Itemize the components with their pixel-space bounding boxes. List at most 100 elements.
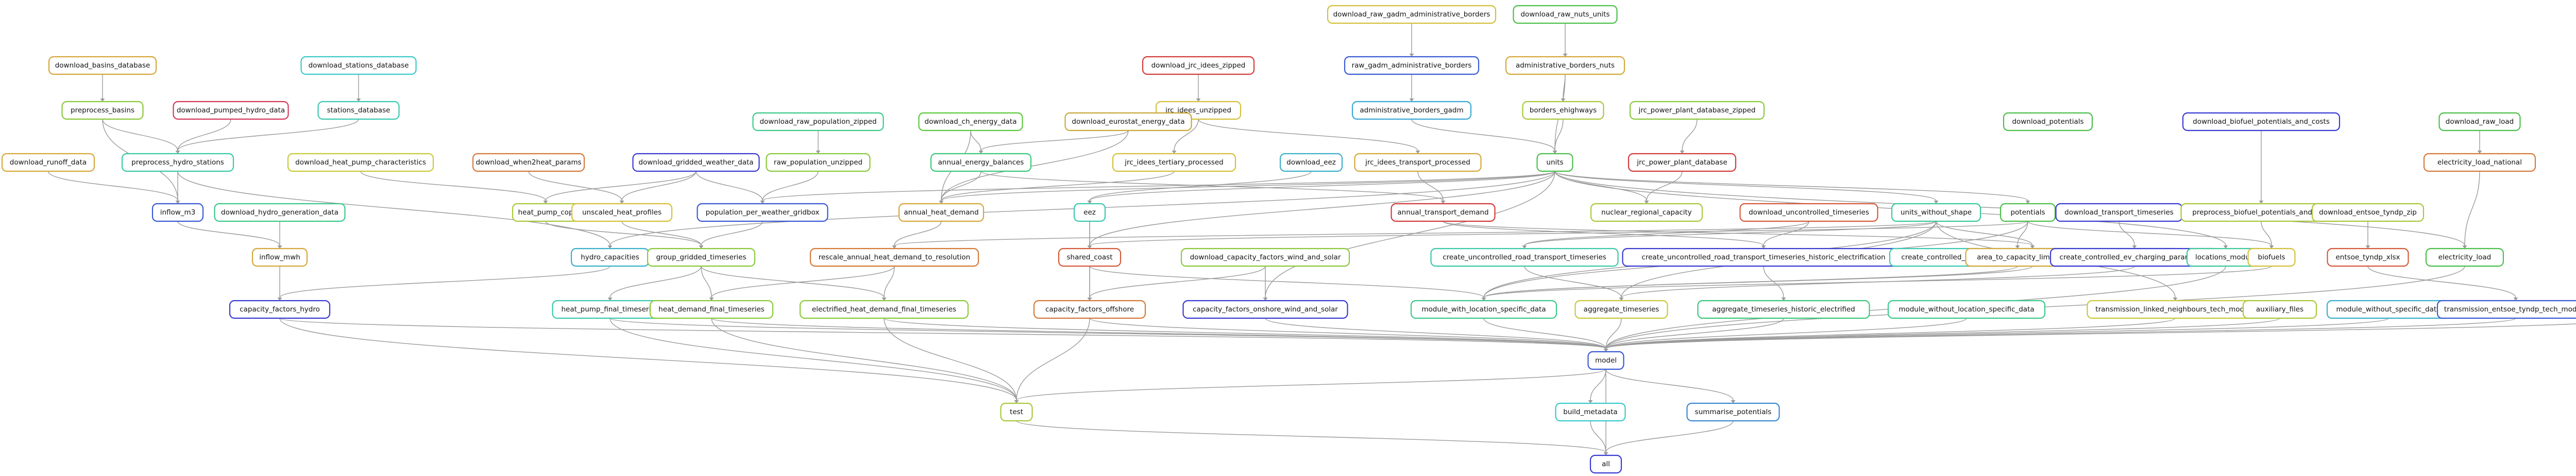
rule-node-raw-gadm-administrative-borders[interactable]: raw_gadm_administrative_borders (1344, 56, 1480, 75)
rule-node-jrc-idees-transport-processed[interactable]: jrc_idees_transport_processed (1354, 153, 1482, 172)
rule-node-inflow-mwh[interactable]: inflow_mwh (251, 248, 308, 267)
edge-units-to-eez (1089, 171, 1555, 201)
rule-node-shared-coast[interactable]: shared_coast (1058, 248, 1122, 267)
rule-node-download-runoff-data[interactable]: download_runoff_data (1, 153, 95, 172)
node-label: potentials (2010, 208, 2045, 217)
edge-unscaled_heat_profiles-to-group_gridded_timeseries (621, 221, 702, 246)
rule-node-borders-ehighways[interactable]: borders_ehighways (1522, 101, 1604, 120)
rule-node-create-controlled-ev-charging-parameters[interactable]: create_controlled_ev_charging_parameters (2049, 248, 2219, 267)
rule-node-potentials[interactable]: potentials (1999, 203, 2056, 222)
rule-node-create-uncontrolled-road-transport-timeseries-historic-electrification[interactable]: create_uncontrolled_road_transport_times… (1622, 248, 1905, 267)
rule-node-download-hydro-generation-data[interactable]: download_hydro_generation_data (214, 203, 346, 222)
rule-node-transmission-entsoe-tyndp-tech-module[interactable]: transmission_entsoe_tyndp_tech_module (2436, 300, 2576, 319)
rule-node-raw-population-unzipped[interactable]: raw_population_unzipped (766, 153, 871, 172)
node-label: download_transport_timeseries (2064, 208, 2174, 217)
rule-node-download-eez[interactable]: download_eez (1279, 153, 1343, 172)
rule-node-inflow-m3[interactable]: inflow_m3 (151, 203, 204, 222)
rule-node-capacity-factors-hydro[interactable]: capacity_factors_hydro (229, 300, 331, 319)
rule-node-preprocess-hydro-stations[interactable]: preprocess_hydro_stations (121, 153, 234, 172)
rule-node-download-jrc-idees-zipped[interactable]: download_jrc_idees_zipped (1142, 56, 1255, 75)
rule-node-module-without-specific-data[interactable]: module_without_specific_data (2326, 300, 2451, 319)
rule-node-unscaled-heat-profiles[interactable]: unscaled_heat_profiles (571, 203, 673, 222)
rule-node-download-ch-energy-data[interactable]: download_ch_energy_data (918, 112, 1023, 132)
rule-node-rescale-annual-heat-demand-to-resolution[interactable]: rescale_annual_heat_demand_to_resolution (809, 248, 979, 267)
rule-node-module-with-location-specific-data[interactable]: module_with_location_specific_data (1410, 300, 1557, 319)
rule-node-electricity-load-national[interactable]: electricity_load_national (2423, 153, 2536, 172)
rule-node-entsoe-tyndp-xlsx[interactable]: entsoe_tyndp_xlsx (2327, 248, 2409, 267)
rule-node-biofuels[interactable]: biofuels (2247, 248, 2296, 267)
rule-node-download-potentials[interactable]: download_potentials (2003, 112, 2093, 132)
edge-arrowhead (1603, 349, 1608, 352)
rule-node-download-raw-gadm-administrative-borders[interactable]: download_raw_gadm_administrative_borders (1327, 5, 1497, 24)
rule-node-administrative-borders-gadm[interactable]: administrative_borders_gadm (1351, 101, 1472, 120)
node-label: population_per_weather_gridbox (706, 208, 820, 217)
rule-node-electrified-heat-demand-final-timeseries[interactable]: electrified_heat_demand_final_timeseries (799, 300, 969, 319)
rule-node-download-eurostat-energy-data[interactable]: download_eurostat_energy_data (1064, 112, 1192, 132)
rule-node-jrc-power-plant-database[interactable]: jrc_power_plant_database (1628, 153, 1737, 172)
rule-node-test[interactable]: test (1000, 402, 1033, 422)
edge-download_gridded_weather_data-to-unscaled_heat_profiles (621, 171, 697, 201)
rule-node-download-transport-timeseries[interactable]: download_transport_timeseries (2055, 203, 2183, 222)
rule-node-download-pumped-hydro-data[interactable]: download_pumped_hydro_data (173, 101, 289, 120)
rule-node-eez[interactable]: eez (1073, 203, 1106, 222)
rule-node-aggregate-timeseries-historic-electrified[interactable]: aggregate_timeseries_historic_electrifie… (1697, 300, 1870, 319)
edge-model-to-test (1016, 369, 1606, 401)
node-box (809, 248, 979, 267)
rule-node-preprocess-biofuel-potentials-and-cost[interactable]: preprocess_biofuel_potentials_and_cost (2180, 203, 2342, 222)
rule-node-download-raw-nuts-units[interactable]: download_raw_nuts_units (1513, 5, 1618, 24)
node-label: summarise_potentials (1695, 408, 1772, 416)
rule-node-download-uncontrolled-timeseries[interactable]: download_uncontrolled_timeseries (1739, 203, 1878, 222)
rule-node-download-capacity-factors-wind-and-solar[interactable]: download_capacity_factors_wind_and_solar (1180, 248, 1350, 267)
edge-module_without_specific_data-to-model (1605, 318, 2389, 349)
rule-node-all[interactable]: all (1589, 454, 1622, 474)
rule-node-aggregate-timeseries[interactable]: aggregate_timeseries (1574, 300, 1668, 319)
edge-jrc_power_plant_database_zipped-to-jrc_power_plant_database (1682, 119, 1698, 151)
rule-node-group-gridded-timeseries[interactable]: group_gridded_timeseries (647, 248, 756, 267)
rule-node-download-heat-pump-characteristics[interactable]: download_heat_pump_characteristics (287, 153, 434, 172)
rule-node-capacity-factors-onshore-wind-and-solar[interactable]: capacity_factors_onshore_wind_and_solar (1182, 300, 1348, 319)
rule-node-transmission-linked-neighbours-tech-module[interactable]: transmission_linked_neighbours_tech_modu… (2087, 300, 2264, 319)
rule-node-stations-database[interactable]: stations_database (317, 101, 400, 120)
rule-node-create-uncontrolled-road-transport-timeseries[interactable]: create_uncontrolled_road_transport_times… (1430, 248, 1619, 267)
rule-node-download-stations-database[interactable]: download_stations_database (300, 56, 417, 75)
rule-node-electricity-load[interactable]: electricity_load (2425, 248, 2504, 267)
edge-potentials-to-biofuels (2027, 221, 2272, 246)
rule-node-preprocess-basins[interactable]: preprocess_basins (61, 101, 144, 120)
node-box (1033, 300, 1146, 319)
rule-node-download-raw-population-zipped[interactable]: download_raw_population_zipped (752, 112, 884, 132)
edge-test-to-all (1016, 420, 1606, 453)
edge-jrc_idees_unzipped-to-jrc_idees_transport_processed (1198, 119, 1418, 151)
edge-download_eez-to-eez (1089, 171, 1312, 201)
rule-node-heat-demand-final-timeseries[interactable]: heat_demand_final_timeseries (649, 300, 774, 319)
rule-node-download-raw-load[interactable]: download_raw_load (2438, 112, 2521, 132)
rule-node-summarise-potentials[interactable]: summarise_potentials (1686, 402, 1780, 422)
rule-node-download-gridded-weather-data[interactable]: download_gridded_weather_data (632, 153, 760, 172)
rule-node-download-basins-database[interactable]: download_basins_database (48, 56, 157, 75)
rule-node-annual-energy-balances[interactable]: annual_energy_balances (930, 153, 1032, 172)
rule-node-heat-pump-cop[interactable]: heat_pump_cop (512, 203, 580, 222)
rule-node-build-metadata[interactable]: build_metadata (1555, 402, 1626, 422)
rule-node-administrative-borders-nuts[interactable]: administrative_borders_nuts (1505, 56, 1625, 75)
rule-node-module-without-location-specific-data[interactable]: module_without_location_specific_data (1887, 300, 2046, 319)
rule-node-hydro-capacities[interactable]: hydro_capacities (570, 248, 650, 267)
rule-node-units-without-shape[interactable]: units_without_shape (1891, 203, 1981, 222)
rule-node-annual-transport-demand[interactable]: annual_transport_demand (1391, 203, 1496, 222)
rule-node-annual-heat-demand[interactable]: annual_heat_demand (898, 203, 985, 222)
rule-node-download-when2heat-params[interactable]: download_when2heat_params (472, 153, 585, 172)
edge-arrowhead (1196, 99, 1201, 102)
rule-node-auxiliary-files[interactable]: auxiliary_files (2242, 300, 2317, 319)
rule-node-download-biofuel-potentials-and-costs[interactable]: download_biofuel_potentials_and_costs (2182, 112, 2341, 132)
rule-node-units[interactable]: units (1536, 153, 1573, 172)
edge-arrowhead (2173, 298, 2178, 301)
rule-node-jrc-power-plant-database-zipped[interactable]: jrc_power_plant_database_zipped (1629, 101, 1765, 120)
rule-node-model[interactable]: model (1587, 351, 1624, 370)
rule-node-population-per-weather-gridbox[interactable]: population_per_weather_gridbox (697, 203, 828, 222)
rule-node-nuclear-regional-capacity[interactable]: nuclear_regional_capacity (1590, 203, 1703, 222)
rule-node-download-entsoe-tyndp-zip[interactable]: download_entsoe_tyndp_zip (2311, 203, 2425, 222)
rule-node-jrc-idees-tertiary-processed[interactable]: jrc_idees_tertiary_processed (1112, 153, 1236, 172)
node-box (1142, 56, 1255, 75)
rule-node-capacity-factors-offshore[interactable]: capacity_factors_offshore (1033, 300, 1146, 319)
edge-arrowhead (2015, 245, 2020, 249)
rule-node-heat-pump-final-timeseries[interactable]: heat_pump_final_timeseries (552, 300, 668, 319)
edge-heat_pump_cop-to-group_gridded_timeseries (545, 221, 702, 246)
